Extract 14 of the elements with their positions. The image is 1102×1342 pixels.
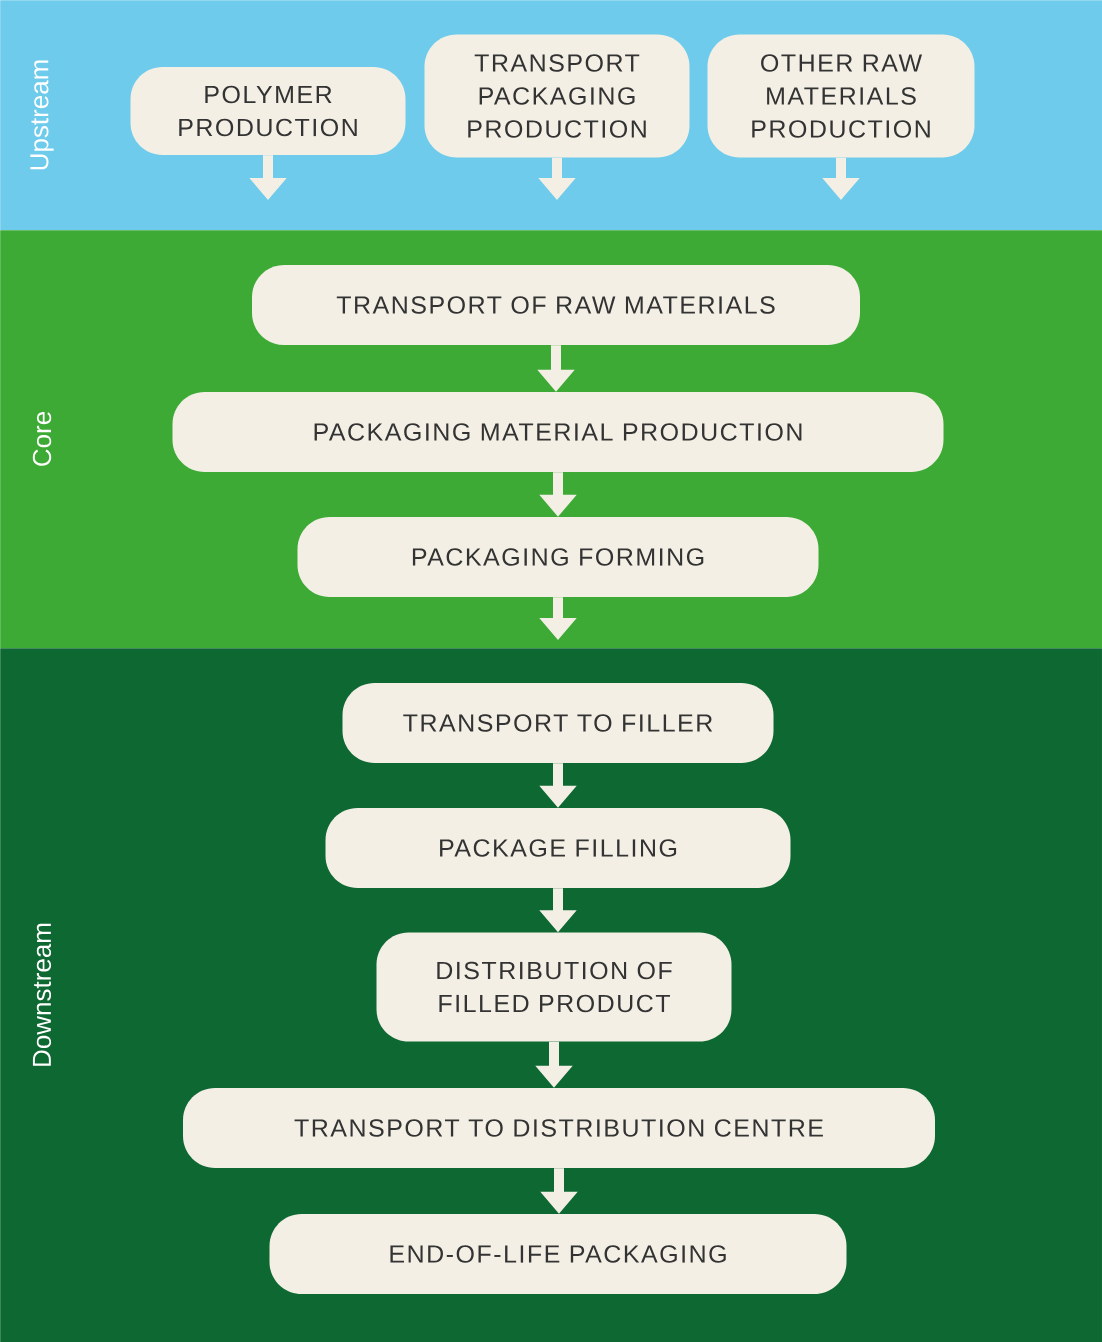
band-label: Downstream (32, 923, 52, 1066)
process-box: TRANSPORT PACKAGING PRODUCTION (424, 34, 690, 158)
process-box: PACKAGING MATERIAL PRODUCTION (172, 392, 944, 472)
process-box: PACKAGING FORMING (297, 517, 819, 597)
process-box: TRANSPORT TO FILLER (342, 683, 774, 763)
process-box: TRANSPORT TO DISTRIBUTION CENTRE (183, 1088, 935, 1168)
process-box: DISTRIBUTION OF FILLED PRODUCT (376, 932, 732, 1042)
process-box: END-OF-LIFE PACKAGING (269, 1214, 847, 1294)
process-box: PACKAGE FILLING (325, 808, 791, 888)
band-label: Core (32, 412, 52, 466)
process-box: OTHER RAW MATERIALS PRODUCTION (707, 34, 975, 158)
band-label: Upstream (30, 60, 54, 170)
process-box: TRANSPORT OF RAW MATERIALS (252, 265, 860, 345)
process-box: POLYMER PRODUCTION (130, 67, 406, 155)
